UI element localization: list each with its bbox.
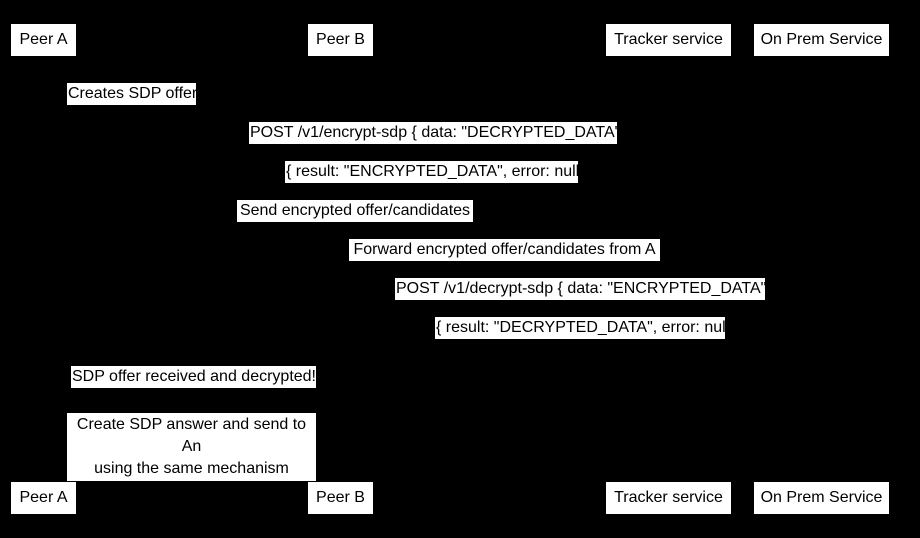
participant-header-peer-b[interactable]: Peer B <box>307 23 374 57</box>
message-label-result-decrypted-data: { result: "DECRYPTED_DATA", error: null … <box>435 317 739 339</box>
message-arrow-post-decrypt-sdp <box>395 300 765 301</box>
participant-label: Peer A <box>19 31 68 48</box>
lifeline-tracker-service <box>668 57 670 481</box>
participant-header-tracker-service[interactable]: Tracker service <box>605 23 732 57</box>
message-label-send-encrypted-offer: Send encrypted offer/candidates <box>237 200 473 222</box>
message-arrow-send-encrypted-offer <box>237 222 473 223</box>
message-label-creates-sdp-offer: Creates SDP offer <box>67 83 197 105</box>
lifeline-on-prem-service <box>821 57 823 481</box>
participant-footer-peer-a[interactable]: Peer A <box>10 481 77 515</box>
lifeline-peer-b <box>340 57 342 481</box>
message-label-forward-encrypted-offer: Forward encrypted offer/candidates from … <box>349 239 660 261</box>
participant-label: Peer B <box>316 489 365 506</box>
message-label-sdp-offer-received: SDP offer received and decrypted! <box>71 366 316 388</box>
message-arrow-post-encrypt-sdp <box>249 144 617 145</box>
message-label-line-1: Create SDP answer and send to An <box>76 416 307 455</box>
participant-label: On Prem Service <box>760 31 883 48</box>
lifeline-peer-a <box>43 57 45 481</box>
participant-header-on-prem-service[interactable]: On Prem Service <box>753 23 890 57</box>
participant-label: Tracker service <box>614 31 723 48</box>
participant-footer-peer-b[interactable]: Peer B <box>307 481 374 515</box>
participant-label: Tracker service <box>614 489 723 506</box>
participant-footer-tracker-service[interactable]: Tracker service <box>605 481 732 515</box>
message-arrow-result-encrypted-data <box>285 183 578 184</box>
participant-footer-on-prem-service[interactable]: On Prem Service <box>753 481 890 515</box>
participant-label: On Prem Service <box>760 489 883 506</box>
message-label-post-encrypt-sdp: POST /v1/encrypt-sdp { data: "DECRYPTED_… <box>249 122 630 144</box>
participant-header-peer-a[interactable]: Peer A <box>10 23 77 57</box>
participant-label: Peer A <box>19 489 68 506</box>
message-arrow-creates-sdp-offer <box>67 105 196 106</box>
participant-label: Peer B <box>316 31 365 48</box>
message-arrow-sdp-offer-received <box>71 388 316 389</box>
message-label-line-2: using the same mechanism <box>94 460 289 477</box>
message-arrow-forward-encrypted-offer <box>349 261 660 262</box>
message-label-create-sdp-answer: Create SDP answer and send to An using th… <box>67 413 316 481</box>
message-arrow-result-decrypted-data <box>435 339 725 340</box>
message-label-result-encrypted-data: { result: "ENCRYPTED_DATA", error: null … <box>285 161 589 183</box>
message-label-post-decrypt-sdp: POST /v1/decrypt-sdp { data: "ENCRYPTED_… <box>395 278 776 300</box>
